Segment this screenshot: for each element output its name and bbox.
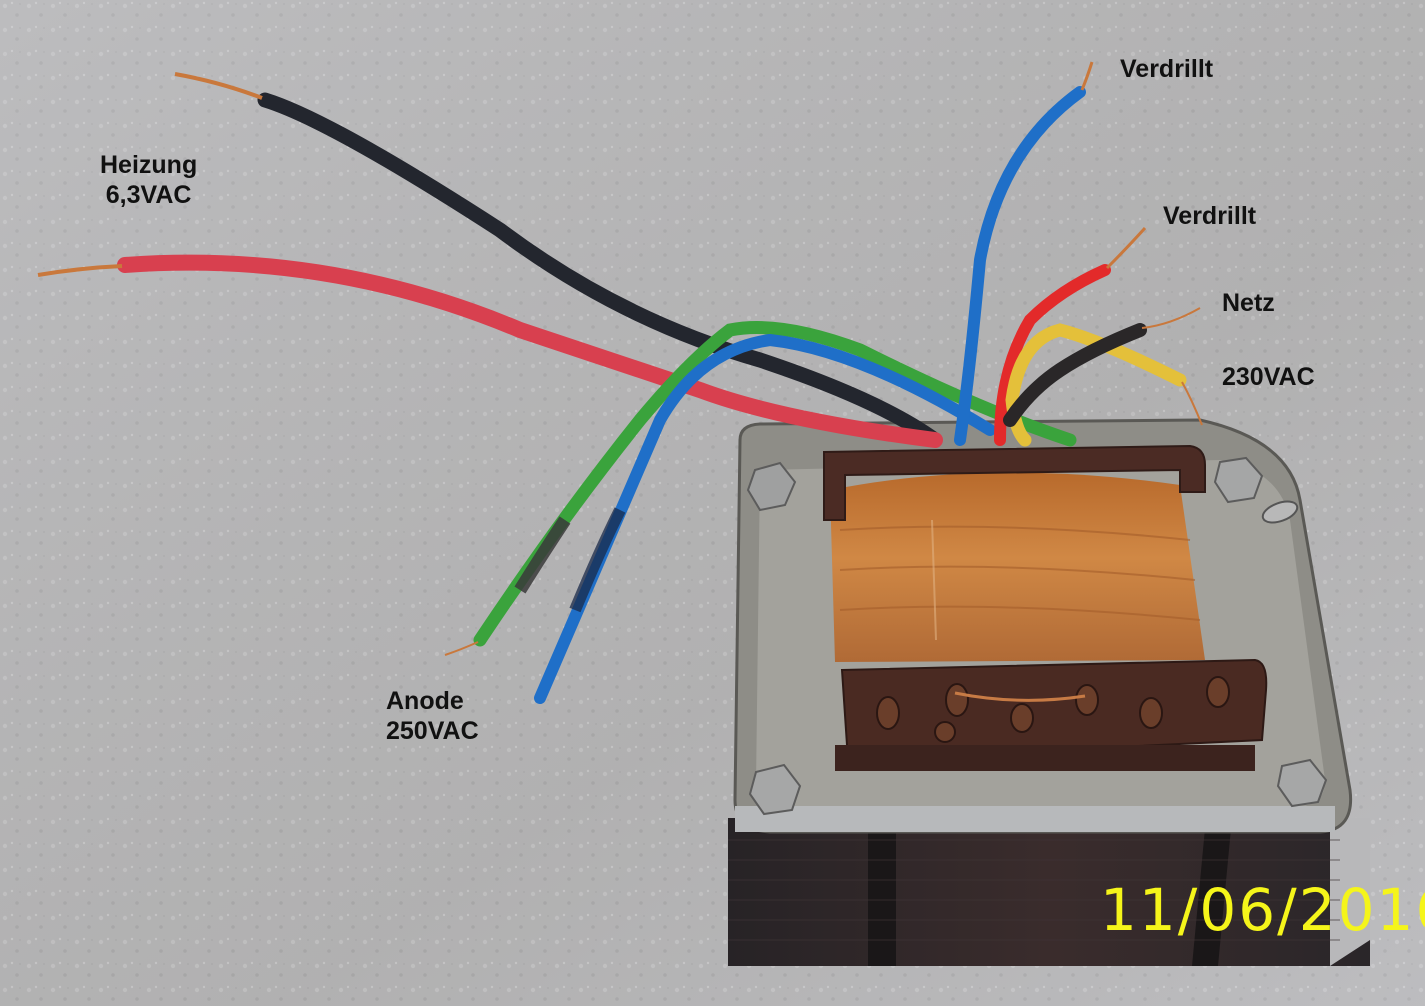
label-heater-name: Heizung bbox=[100, 151, 198, 179]
label-twisted-1-text: Verdrillt bbox=[1120, 55, 1214, 83]
transformer-core bbox=[728, 818, 1370, 966]
label-twisted-1: Verdrillt bbox=[1120, 54, 1213, 84]
label-twisted-2-text: Verdrillt bbox=[1163, 202, 1257, 230]
bobbin-top-flange bbox=[823, 444, 1206, 521]
label-mains-name-text: Netz bbox=[1222, 289, 1275, 317]
label-heater: Heizung 6,3VAC bbox=[100, 150, 197, 210]
label-anode-voltage: 250VAC bbox=[386, 717, 479, 745]
wire-red-twisted bbox=[994, 226, 1147, 446]
label-mains-voltage: 230VAC bbox=[1222, 362, 1315, 392]
wire-black-heater bbox=[174, 72, 943, 448]
coil-winding bbox=[830, 472, 1205, 662]
wire-blue-twisted bbox=[954, 61, 1094, 446]
wire-blue-anode bbox=[534, 333, 996, 704]
label-anode-name: Anode bbox=[386, 687, 464, 715]
date-stamp: 11/06/2016 bbox=[1100, 876, 1425, 944]
label-twisted-2: Verdrillt bbox=[1163, 201, 1256, 231]
label-anode: Anode 250VAC bbox=[386, 686, 479, 746]
bolt-top-left bbox=[746, 461, 797, 512]
bobbin-terminal-strip bbox=[835, 658, 1268, 771]
label-mains-voltage-text: 230VAC bbox=[1222, 363, 1315, 391]
solder-lug bbox=[1261, 500, 1299, 524]
bolt-top-right bbox=[1213, 456, 1264, 504]
bolt-bottom-right bbox=[1276, 758, 1328, 808]
bolt-bottom-left bbox=[748, 763, 802, 816]
wire-red-heater bbox=[37, 254, 943, 448]
label-mains-name: Netz bbox=[1222, 288, 1275, 318]
label-heater-voltage: 6,3VAC bbox=[105, 181, 192, 209]
wire-black-mains bbox=[1003, 307, 1201, 427]
wire-green-anode bbox=[444, 321, 1077, 656]
